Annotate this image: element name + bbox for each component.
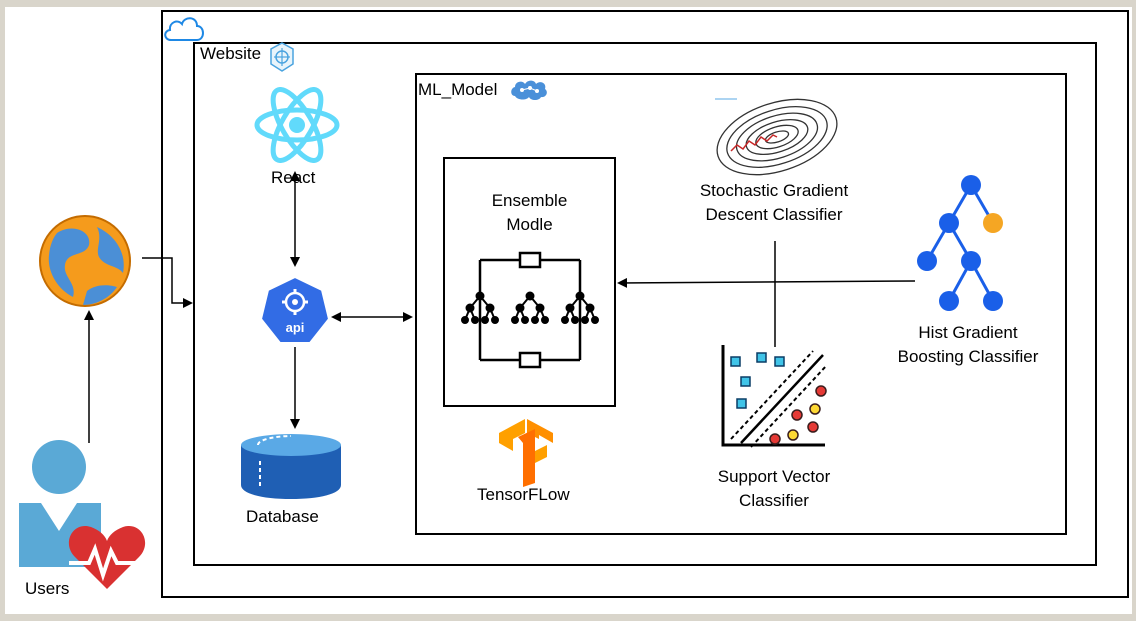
- globe-to-website-arrow: [142, 257, 193, 308]
- globe-icon: [39, 215, 131, 307]
- tensorflow-icon: [499, 419, 553, 487]
- ensemble-label-line1: Ensemble: [491, 191, 568, 210]
- ensemble-label-line2: Modle: [506, 215, 553, 234]
- api-icon: api: [259, 275, 331, 344]
- decision-tree-icon: [917, 175, 1003, 311]
- website-container: [193, 42, 1097, 566]
- cloud-container: [161, 10, 1129, 598]
- classifiers-to-ensemble-arrow: [617, 277, 916, 288]
- svm-icon: [721, 345, 828, 448]
- diagram-canvas: Website ML_Model React: [5, 7, 1132, 614]
- hist-gb-label: Hist Gradient Boosting Classifier: [873, 321, 1063, 369]
- ensemble-icon: [461, 251, 599, 369]
- sgd-label-line2: Descent Classifier: [705, 205, 843, 224]
- svc-label-line2: Classifier: [739, 491, 809, 510]
- sgd-label: Stochastic Gradient Descent Classifier: [665, 179, 883, 227]
- database-label: Database: [246, 507, 319, 526]
- hist-gb-label-line1: Hist Gradient: [918, 323, 1018, 342]
- svc-label-line1: Support Vector: [717, 467, 831, 486]
- kubernetes-icon: [270, 42, 294, 72]
- ml-model-label: ML_Model: [418, 80, 498, 99]
- cloud-icon: [164, 17, 204, 41]
- sgd-label-line1: Stochastic Gradient: [699, 181, 849, 200]
- react-label: React: [271, 168, 316, 187]
- ml-model-container: [415, 73, 1067, 535]
- api-label: api: [286, 320, 305, 335]
- svc-label: Support Vector Classifier: [665, 465, 883, 513]
- brain-icon: [511, 80, 547, 100]
- ensemble-label: Ensemble Modle: [443, 189, 616, 237]
- ensemble-box: [443, 157, 616, 407]
- connectors: [84, 171, 916, 443]
- tensorflow-label: TensorFLow: [477, 485, 570, 504]
- hist-gb-label-line2: Boosting Classifier: [897, 347, 1039, 366]
- users-label: Users: [25, 579, 70, 598]
- sgd-contour-icon: [715, 98, 838, 176]
- user-health-icon: [19, 440, 146, 589]
- website-label: Website: [200, 44, 262, 63]
- database-icon: [241, 434, 341, 499]
- react-icon: [254, 87, 340, 163]
